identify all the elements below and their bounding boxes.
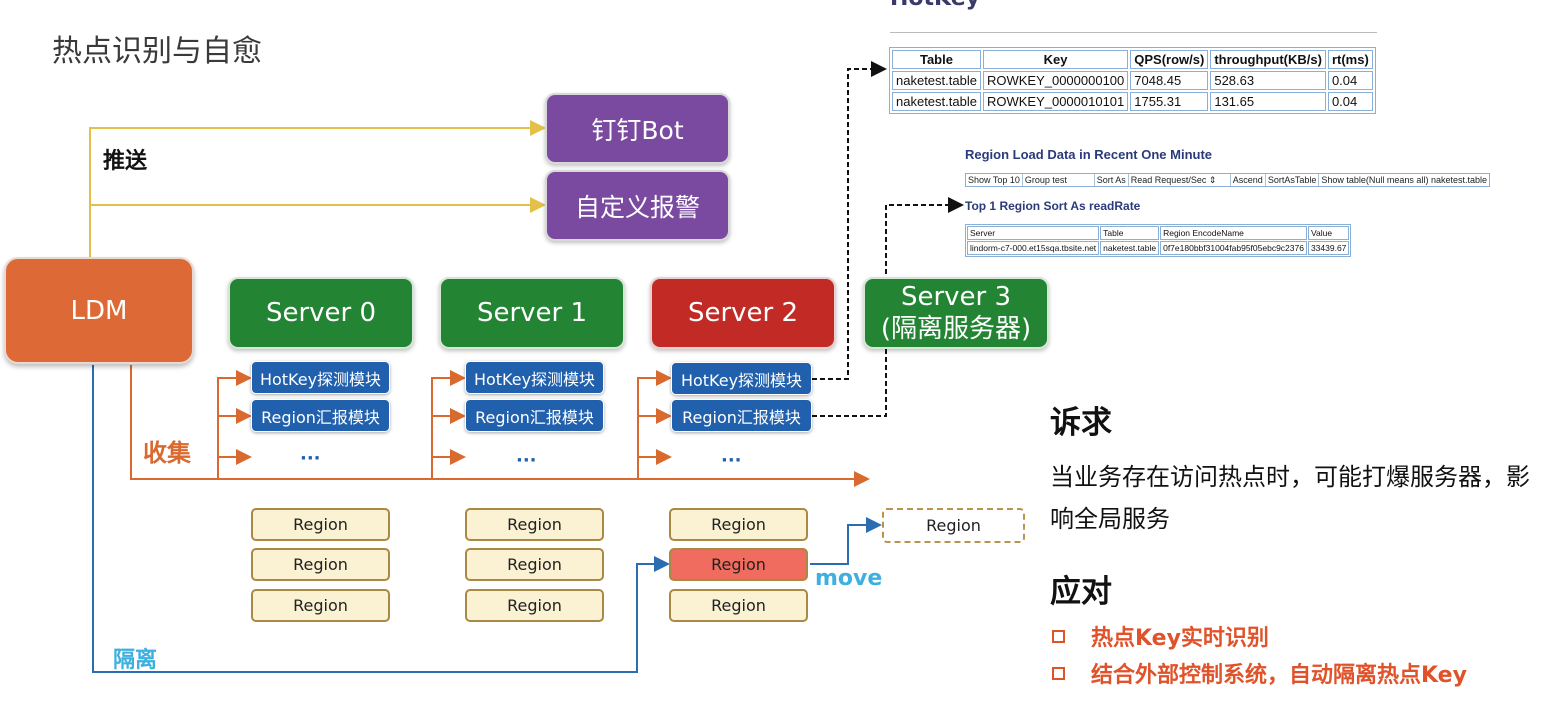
bullet-text: 结合外部控制系统，自动隔离热点Key — [1091, 663, 1467, 688]
hotkey-module: HotKey探测模块 — [251, 361, 390, 394]
requirement-heading: 诉求 — [1050, 405, 1112, 441]
collect-lines — [130, 365, 870, 487]
custom-alarm-box: 自定义报警 — [545, 170, 730, 241]
server-3-note: (隔离服务器) — [880, 314, 1032, 344]
table-cell: naketest.table — [892, 92, 981, 111]
isolate-label: 隔离 — [113, 648, 158, 673]
sort-as-table-control[interactable]: SortAsTable — [1266, 174, 1320, 186]
push-lines — [89, 120, 546, 258]
table-cell: ROWKEY_0000000100 — [982, 71, 1129, 90]
bullet-text: 热点Key实时识别 — [1091, 626, 1269, 651]
table-row: naketest.table ROWKEY_0000010101 1755.31… — [892, 92, 1373, 111]
sort-as-select[interactable]: Read Request/Sec ⇕ — [1129, 174, 1231, 186]
region-block: Region — [251, 589, 390, 622]
column-header: Region EncodeName — [1160, 226, 1307, 240]
column-header: Table — [892, 50, 981, 69]
region-block: Region — [251, 548, 390, 581]
table-cell: 33439.67 — [1307, 241, 1350, 255]
region-block: Region — [465, 589, 604, 622]
region-block: Region — [669, 589, 808, 622]
show-top-control[interactable]: Show Top 10 — [966, 174, 1023, 186]
moved-region-block: Region — [882, 508, 1025, 543]
table-cell: ROWKEY_0000010101 — [982, 92, 1129, 111]
more-modules: ··· — [516, 450, 537, 471]
region-report-module: Region汇报模块 — [251, 399, 390, 432]
ldm-box: LDM — [4, 257, 194, 364]
isolate-lines — [92, 365, 882, 673]
table-cell: 1755.31 — [1130, 92, 1209, 111]
collect-label: 收集 — [143, 439, 191, 467]
table-cell: lindorm-c7-000.et15sqa.tbsite.net — [967, 241, 1100, 255]
top-region-title: Top 1 Region Sort As readRate — [965, 199, 1141, 213]
hotkey-panel-divider — [890, 32, 1377, 33]
table-cell: 7048.45 — [1130, 71, 1209, 90]
server-3-name: Server 3 — [900, 282, 1012, 312]
dingtalk-bot-box: 钉钉Bot — [545, 93, 730, 164]
hotkey-table: Table Key QPS(row/s) throughput(KB/s) rt… — [889, 47, 1376, 114]
table-header-row: Server Table Region EncodeName Value — [967, 226, 1350, 240]
push-label: 推送 — [103, 149, 148, 174]
table-cell: 0.04 — [1327, 92, 1373, 111]
more-modules: ··· — [300, 448, 321, 469]
ascend-control[interactable]: Ascend — [1231, 174, 1266, 186]
column-header: throughput(KB/s) — [1210, 50, 1326, 69]
hotkey-module: HotKey探测模块 — [671, 362, 812, 395]
group-control[interactable]: Group test — [1023, 174, 1095, 186]
bullet-square-icon — [1052, 666, 1065, 680]
table-cell: 0f7e180bbf31004fab95f05ebc9c2376 — [1160, 241, 1307, 255]
column-header: Value — [1307, 226, 1350, 240]
move-label: move — [815, 566, 883, 591]
show-table-input[interactable]: Show table(Null means all) naketest.tabl… — [1321, 175, 1487, 185]
column-header: Server — [967, 226, 1100, 240]
hotkey-module: HotKey探测模块 — [465, 361, 604, 394]
region-report-module: Region汇报模块 — [465, 399, 604, 432]
top-region-table: Server Table Region EncodeName Value lin… — [965, 224, 1352, 257]
table-cell: 528.63 — [1210, 71, 1326, 90]
region-report-module: Region汇报模块 — [671, 399, 812, 432]
table-cell: naketest.table — [892, 71, 981, 90]
server-0-box: Server 0 — [228, 277, 414, 349]
table-cell: 131.65 — [1210, 92, 1326, 111]
server-2-box: Server 2 — [650, 277, 836, 349]
more-modules: ··· — [721, 450, 742, 471]
column-header: Key — [982, 50, 1129, 69]
table-cell: naketest.table — [1100, 241, 1160, 255]
column-header: Table — [1100, 226, 1160, 240]
server-3-box: Server 3 (隔离服务器) — [863, 277, 1049, 349]
server-1-box: Server 1 — [439, 277, 625, 349]
region-load-controls: Show Top 10 Group test Sort As Read Requ… — [965, 173, 1490, 187]
report-dashed-lines — [812, 61, 964, 417]
hotkey-panel-title: HotKey — [890, 0, 980, 11]
requirement-text: 当业务存在访问热点时，可能打爆服务器，影响全局服务 — [1050, 463, 1530, 533]
table-header-row: Table Key QPS(row/s) throughput(KB/s) rt… — [892, 50, 1373, 69]
page-title: 热点识别与自愈 — [52, 34, 262, 69]
bullet-square-icon — [1052, 629, 1065, 643]
region-block: Region — [465, 508, 604, 541]
table-cell: 0.04 — [1327, 71, 1373, 90]
column-header: QPS(row/s) — [1130, 50, 1209, 69]
hot-region-block: Region — [669, 548, 808, 581]
region-block: Region — [465, 548, 604, 581]
response-bullet: 热点Key实时识别 — [1052, 620, 1269, 652]
table-row: lindorm-c7-000.et15sqa.tbsite.net nakete… — [967, 241, 1350, 255]
sort-as-label: Sort As — [1095, 174, 1129, 186]
region-load-title: Region Load Data in Recent One Minute — [965, 147, 1213, 162]
region-block: Region — [251, 508, 390, 541]
response-bullet: 结合外部控制系统，自动隔离热点Key — [1052, 657, 1467, 689]
table-row: naketest.table ROWKEY_0000000100 7048.45… — [892, 71, 1373, 90]
response-heading: 应对 — [1050, 574, 1112, 610]
column-header: rt(ms) — [1327, 50, 1373, 69]
region-block: Region — [669, 508, 808, 541]
